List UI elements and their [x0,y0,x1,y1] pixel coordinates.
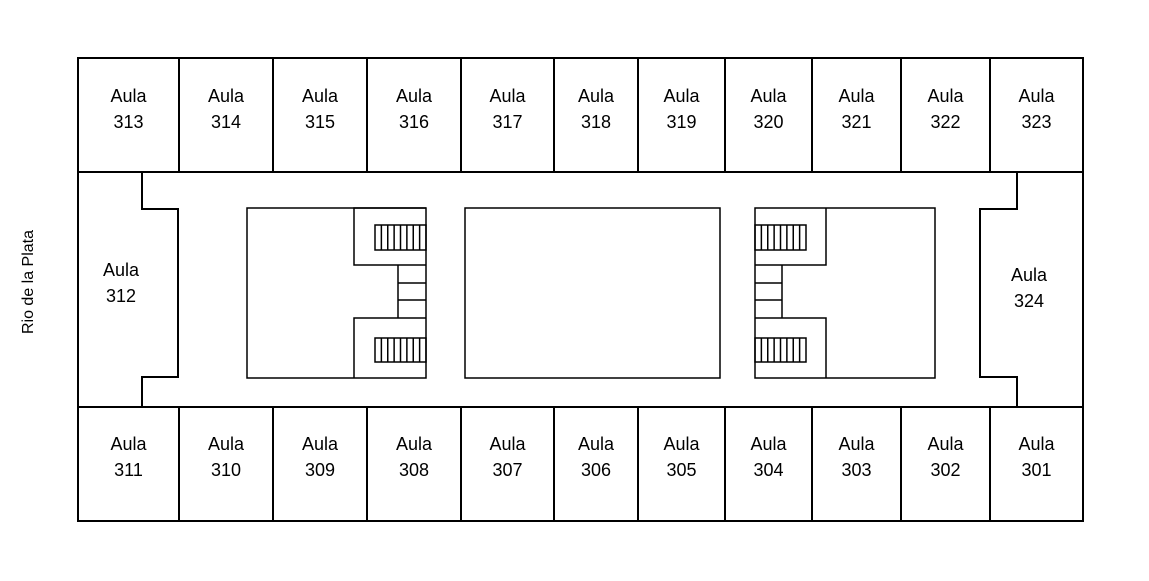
room-prefix: Aula [927,434,964,454]
room-number: 303 [841,460,871,480]
room-prefix: Aula [396,434,433,454]
room-number: 309 [305,460,335,480]
room-316: Aula 316 [396,86,433,132]
room-number: 304 [753,460,783,480]
room-number: 301 [1021,460,1051,480]
room-number: 315 [305,112,335,132]
room-312: Aula 312 [103,260,140,306]
room-prefix: Aula [1011,265,1048,285]
room-prefix: Aula [927,86,964,106]
room-319: Aula 319 [663,86,700,132]
stairs-icon [374,224,427,251]
courtyard [464,207,721,379]
room-302: Aula 302 [927,434,964,480]
room-number: 321 [841,112,871,132]
room-number: 306 [581,460,611,480]
room-305: Aula 305 [663,434,700,480]
room-number: 312 [106,286,136,306]
room-prefix: Aula [110,434,147,454]
room-number: 310 [211,460,241,480]
room-prefix: Aula [578,434,615,454]
room-prefix: Aula [750,86,787,106]
room-number: 313 [113,112,143,132]
room-304: Aula 304 [750,434,787,480]
room-310: Aula 310 [208,434,245,480]
room-prefix: Aula [208,434,245,454]
room-315: Aula 315 [302,86,339,132]
room-309: Aula 309 [302,434,339,480]
stairs-icon [374,337,427,363]
room-prefix: Aula [838,434,875,454]
room-307: Aula 307 [489,434,526,480]
room-number: 307 [492,460,522,480]
room-number: 319 [666,112,696,132]
room-324-wall [979,172,1018,407]
room-number: 318 [581,112,611,132]
stairs-icon [754,337,807,363]
room-prefix: Aula [663,434,700,454]
room-number: 322 [930,112,960,132]
room-prefix: Aula [838,86,875,106]
room-311: Aula 311 [110,434,147,480]
room-number: 308 [399,460,429,480]
room-prefix: Aula [489,434,526,454]
room-306: Aula 306 [578,434,615,480]
room-prefix: Aula [396,86,433,106]
room-313: Aula 313 [110,86,147,132]
room-number: 324 [1014,291,1044,311]
room-prefix: Aula [302,434,339,454]
room-320: Aula 320 [750,86,787,132]
room-dividers [178,58,991,521]
room-321: Aula 321 [838,86,875,132]
room-324: Aula 324 [1011,265,1048,311]
room-314: Aula 314 [208,86,245,132]
room-323: Aula 323 [1018,86,1055,132]
room-prefix: Aula [208,86,245,106]
room-prefix: Aula [489,86,526,106]
room-318: Aula 318 [578,86,615,132]
street-label: Rio de la Plata [20,230,37,334]
room-number: 320 [753,112,783,132]
room-prefix: Aula [1018,434,1055,454]
room-303: Aula 303 [838,434,875,480]
stairs-icon [754,224,807,251]
room-prefix: Aula [110,86,147,106]
left-stair-block [246,207,427,379]
room-prefix: Aula [578,86,615,106]
room-number: 314 [211,112,241,132]
right-stair-block [754,207,936,379]
room-301: Aula 301 [1018,434,1055,480]
room-number: 311 [114,460,143,480]
room-308: Aula 308 [396,434,433,480]
room-prefix: Aula [663,86,700,106]
room-prefix: Aula [103,260,140,280]
room-number: 316 [399,112,429,132]
room-prefix: Aula [302,86,339,106]
room-312-wall [141,172,179,407]
room-322: Aula 322 [927,86,964,132]
room-prefix: Aula [750,434,787,454]
room-number: 317 [492,112,522,132]
room-prefix: Aula [1018,86,1055,106]
room-number: 305 [666,460,696,480]
building-outline [77,57,1084,522]
room-number: 323 [1021,112,1051,132]
room-317: Aula 317 [489,86,526,132]
room-number: 302 [930,460,960,480]
